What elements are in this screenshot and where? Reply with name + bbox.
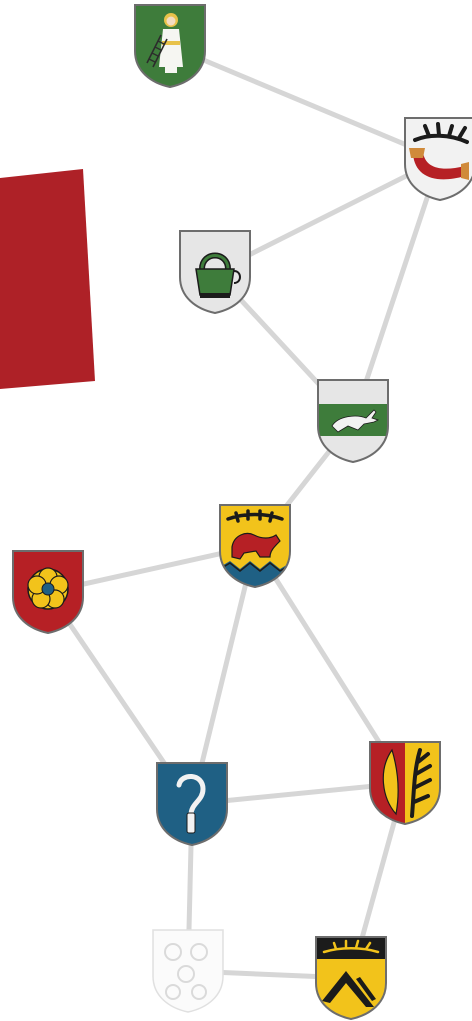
coat-of-arms-antler-horn bbox=[404, 117, 472, 201]
connector-lion-antlers-to-sickle bbox=[189, 543, 258, 807]
bucket-icon bbox=[179, 230, 251, 314]
red-banner bbox=[0, 169, 95, 389]
faded-outline-icon bbox=[152, 929, 224, 1013]
lion-and-antlers-icon bbox=[219, 504, 291, 588]
antler-and-horn-icon bbox=[404, 117, 472, 201]
connector-saint-to-antler-horn bbox=[167, 43, 443, 162]
coat-of-arms-hare bbox=[317, 379, 389, 463]
coat-of-arms-feather-antler bbox=[369, 741, 441, 825]
coat-of-arms-saint bbox=[134, 4, 206, 88]
connector-antler-horn-to-hare bbox=[350, 156, 443, 424]
coat-of-arms-lion-antlers bbox=[219, 504, 291, 588]
connector-antler-horn-to-bucket bbox=[212, 156, 443, 275]
sickle-icon bbox=[156, 762, 228, 846]
saint-with-ladder-icon bbox=[134, 4, 206, 88]
running-hare-icon bbox=[317, 379, 389, 463]
antler-and-chevron-icon bbox=[315, 936, 387, 1020]
rose-icon bbox=[12, 550, 84, 634]
coat-of-arms-faded bbox=[152, 929, 224, 1013]
feather-and-antler-icon bbox=[369, 741, 441, 825]
coat-of-arms-sickle bbox=[156, 762, 228, 846]
coat-of-arms-rose bbox=[12, 550, 84, 634]
coat-of-arms-bucket bbox=[179, 230, 251, 314]
coat-of-arms-antler-chevron bbox=[315, 936, 387, 1020]
